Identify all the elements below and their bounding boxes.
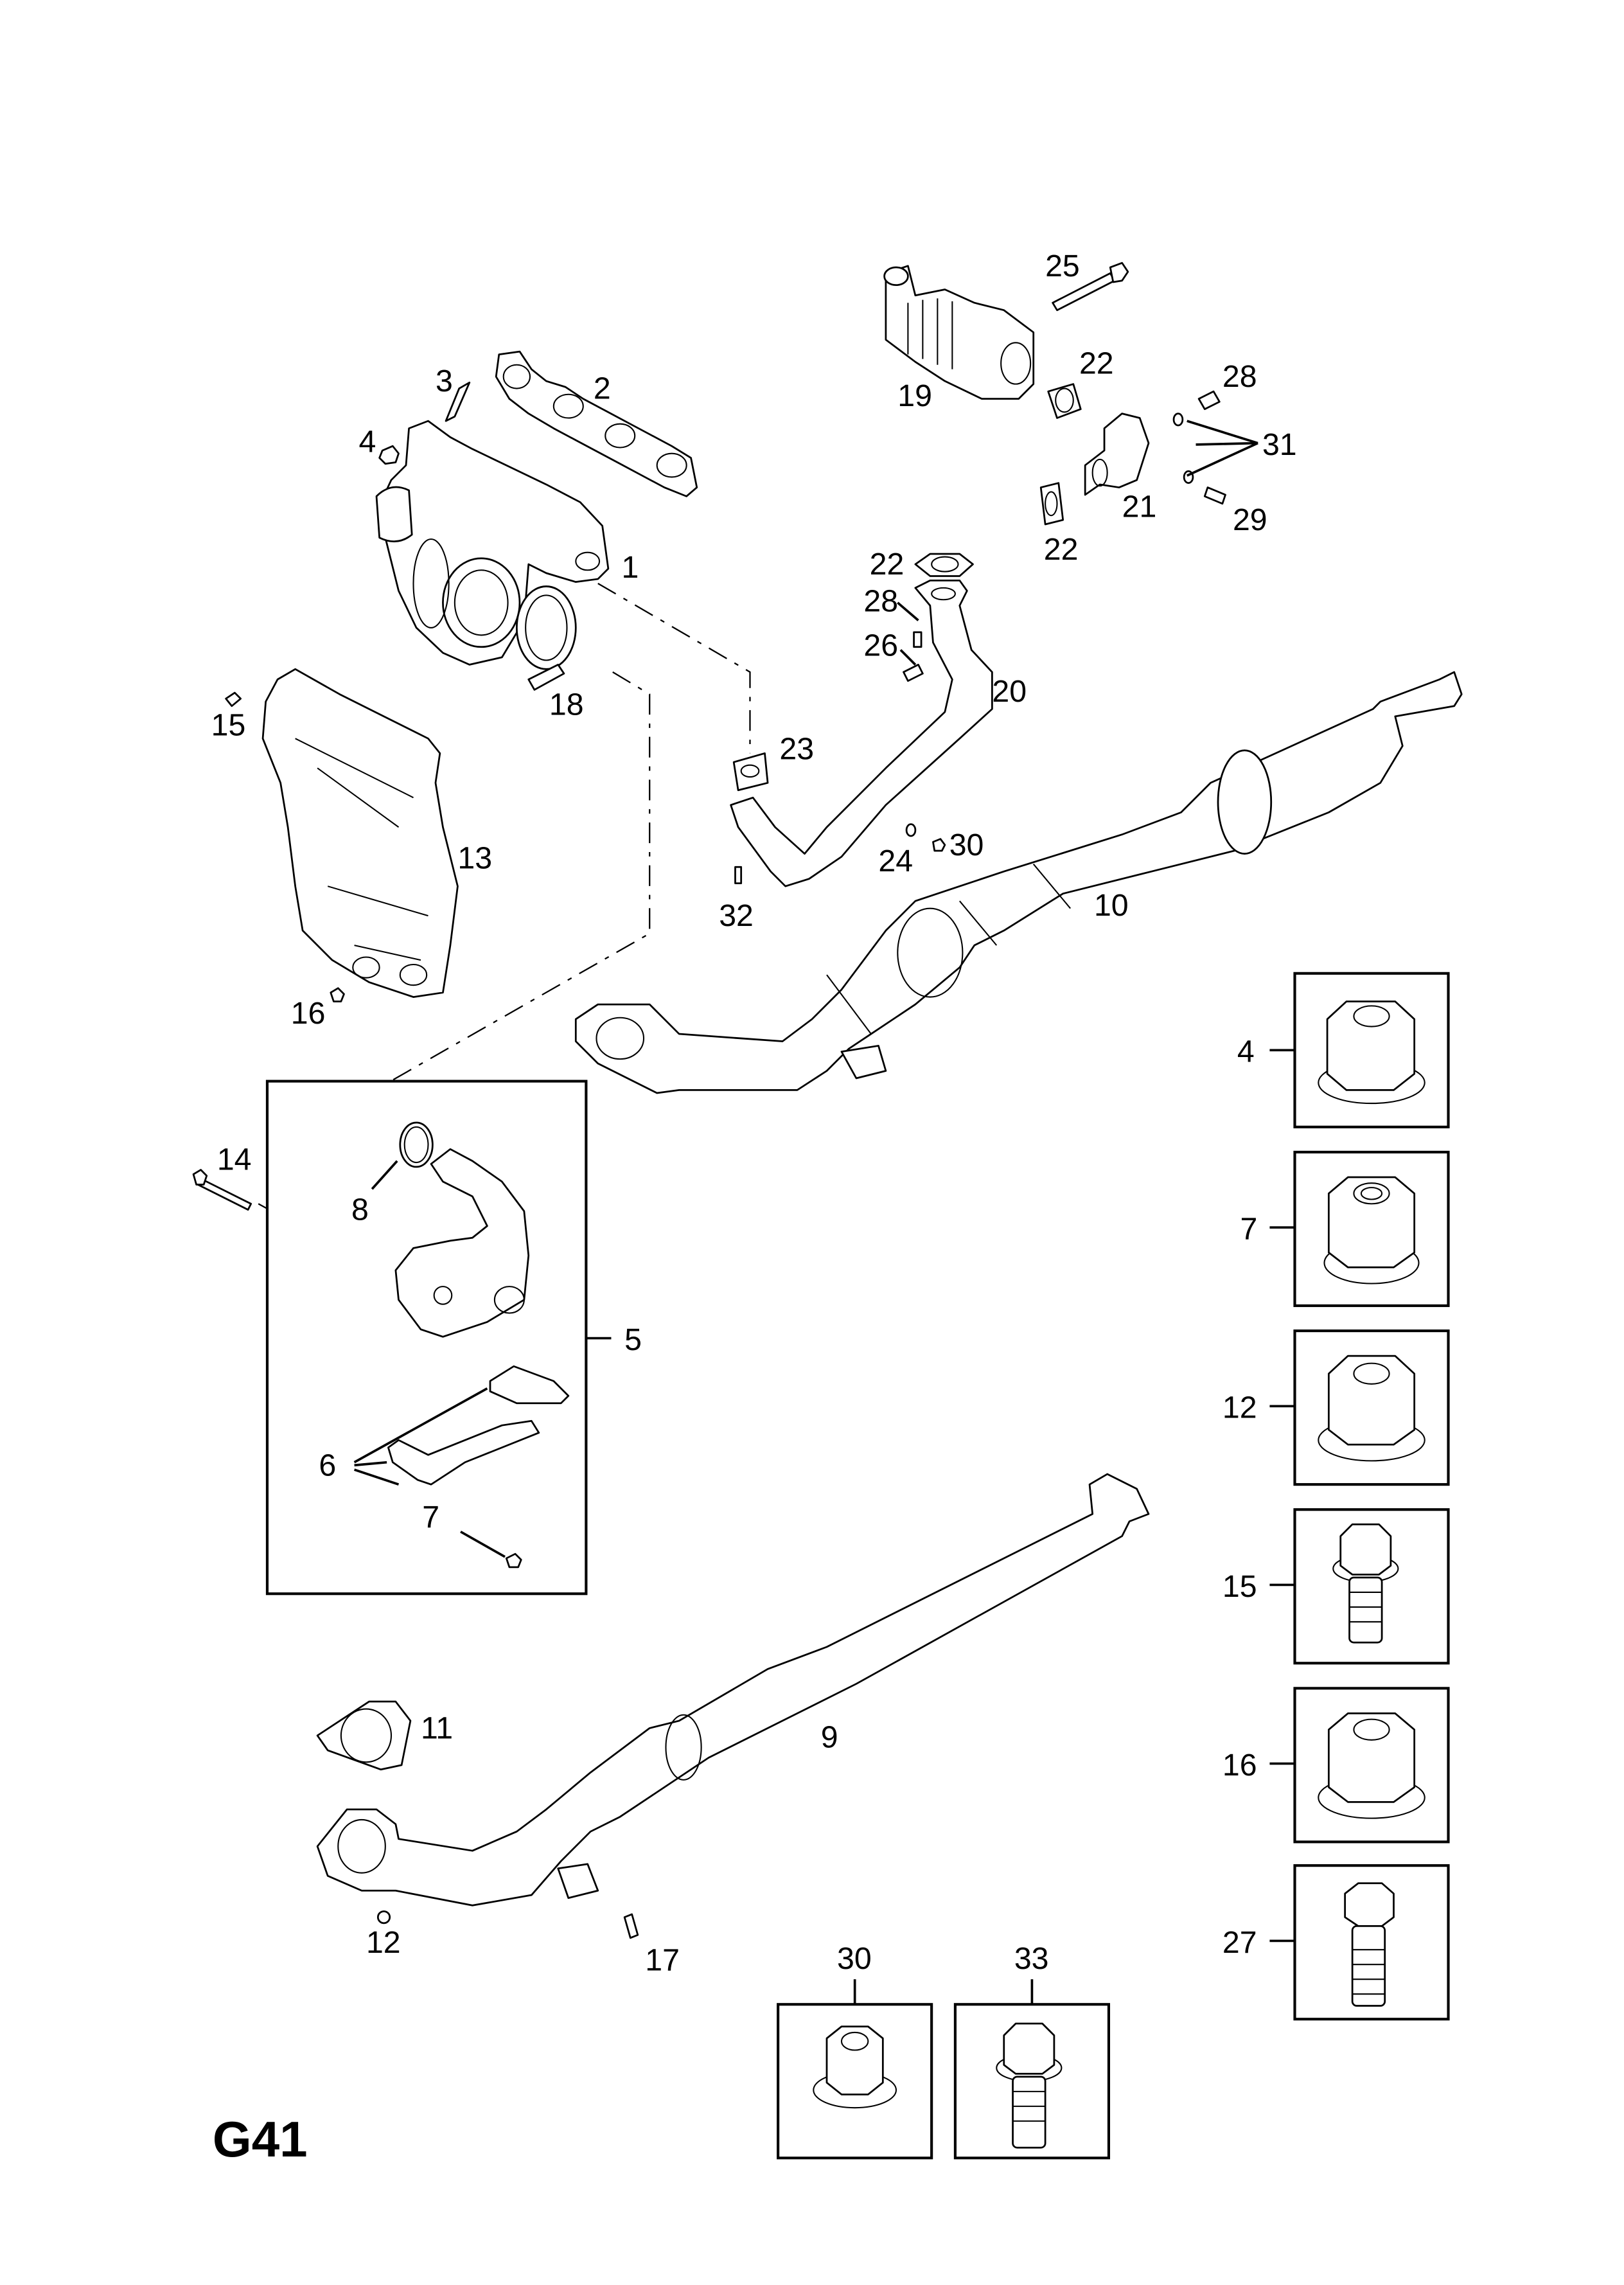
part-18-v-band-clamp[interactable] (515, 585, 577, 691)
part-29-bolt[interactable] (1203, 486, 1226, 505)
callout-31[interactable]: 31 (1262, 427, 1297, 462)
part-28-bolt-a[interactable] (1197, 390, 1221, 411)
detail-label-15[interactable]: 15 (1222, 1569, 1257, 1604)
callout-22c[interactable]: 22 (870, 547, 905, 582)
part-2-manifold-gasket[interactable] (495, 350, 698, 497)
part-22-gasket-a[interactable] (1047, 383, 1082, 419)
callout-23[interactable]: 23 (779, 731, 814, 766)
part-8-seal-ring[interactable] (399, 1121, 434, 1168)
callout-3[interactable]: 3 (436, 364, 453, 398)
callout-25[interactable]: 25 (1045, 249, 1080, 283)
detail-frame-5 (265, 1080, 588, 1596)
callout-22a[interactable]: 22 (1079, 346, 1114, 381)
callout-28b[interactable]: 28 (863, 584, 898, 619)
detail-label-7[interactable]: 7 (1240, 1212, 1257, 1247)
callout-labels: 1 2 3 4 5 6 7 8 9 10 11 12 13 14 15 16 1… (211, 249, 1297, 1978)
part-6-brackets[interactable] (387, 1365, 570, 1486)
part-4-nut[interactable] (378, 445, 400, 465)
part-17-bolt[interactable] (623, 1913, 639, 1939)
part-20-egr-cooler[interactable] (730, 579, 993, 887)
leader-lines (897, 420, 1258, 666)
part-13-heat-shield[interactable] (261, 668, 459, 998)
leader-6 (353, 1387, 488, 1486)
part-22-gasket-b[interactable] (1039, 482, 1064, 526)
callout-8[interactable]: 8 (351, 1193, 369, 1227)
callout-9[interactable]: 9 (821, 1720, 838, 1754)
leader-8 (371, 1160, 398, 1190)
part-5-catalytic-converter[interactable] (394, 1148, 530, 1338)
callout-11[interactable]: 11 (421, 1711, 453, 1745)
leader-7 (460, 1531, 506, 1558)
part-16-nut[interactable] (330, 987, 345, 1002)
callout-6[interactable]: 6 (319, 1448, 336, 1482)
callout-26[interactable]: 26 (863, 628, 898, 663)
detail-box-16 (1269, 1687, 1450, 1844)
callout-24[interactable]: 24 (878, 844, 913, 878)
callout-29[interactable]: 29 (1233, 502, 1267, 537)
callout-16[interactable]: 16 (291, 996, 326, 1031)
part-7-nut[interactable] (505, 1552, 522, 1569)
part-28-bolt-b[interactable] (913, 631, 922, 648)
callout-28a[interactable]: 28 (1222, 359, 1257, 394)
part-19-egr-valve[interactable] (883, 265, 1035, 400)
part-26-bolt[interactable] (903, 664, 924, 682)
detail-label-27[interactable]: 27 (1222, 1925, 1257, 1960)
part-3-stud[interactable] (445, 381, 471, 422)
part-10-front-pipe-silencer[interactable] (574, 671, 1463, 1094)
detail-label-30[interactable]: 30 (837, 1941, 872, 1976)
part-25-long-bolt[interactable] (1052, 262, 1129, 312)
part-9-intermediate-pipe[interactable] (316, 1473, 1150, 1907)
callout-13[interactable]: 13 (457, 841, 492, 876)
callout-7[interactable]: 7 (422, 1500, 439, 1534)
part-23-gasket[interactable] (732, 752, 769, 792)
part-15-bolt[interactable] (225, 691, 242, 707)
callout-14[interactable]: 14 (217, 1142, 252, 1177)
detail-box-7 (1269, 1150, 1450, 1308)
callout-19[interactable]: 19 (897, 378, 932, 413)
part-12-nut[interactable] (376, 1910, 391, 1925)
detail-label-4[interactable]: 4 (1237, 1035, 1255, 1069)
detail-box-33 (953, 1979, 1111, 2160)
callout-15[interactable]: 15 (211, 708, 246, 743)
detail-label-12[interactable]: 12 (1222, 1391, 1257, 1425)
part-11-flange-gasket[interactable] (316, 1700, 412, 1771)
detail-box-12 (1269, 1329, 1450, 1486)
part-31-washers[interactable] (1172, 413, 1194, 485)
detail-label-16[interactable]: 16 (1222, 1748, 1257, 1783)
callout-20[interactable]: 20 (992, 674, 1027, 709)
part-21-egr-pipe[interactable] (1084, 413, 1150, 496)
callout-1[interactable]: 1 (622, 550, 639, 585)
part-14-long-bolt[interactable] (192, 1169, 252, 1211)
callout-5[interactable]: 5 (624, 1322, 642, 1357)
detail-box-4 (1269, 972, 1450, 1128)
callout-18[interactable]: 18 (549, 688, 584, 722)
detail-box-15 (1269, 1508, 1450, 1665)
page-code: G41 (213, 2111, 308, 2167)
callout-10[interactable]: 10 (1094, 888, 1129, 923)
callout-32[interactable]: 32 (719, 898, 754, 933)
callout-22b[interactable]: 22 (1044, 532, 1079, 567)
callout-4[interactable]: 4 (358, 424, 376, 459)
detail-box-27 (1269, 1864, 1450, 2021)
detail-box-30 (777, 1979, 933, 2160)
callout-21[interactable]: 21 (1122, 490, 1157, 524)
part-22-gasket-c[interactable] (914, 553, 974, 577)
detail-label-33[interactable]: 33 (1014, 1941, 1049, 1976)
part-30-nut[interactable] (932, 838, 946, 852)
part-1-turbo-manifold[interactable] (375, 420, 610, 666)
callout-12[interactable]: 12 (366, 1925, 401, 1960)
callout-17[interactable]: 17 (645, 1943, 680, 1977)
callout-2[interactable]: 2 (594, 371, 611, 406)
part-32-bolt[interactable] (734, 866, 743, 884)
part-24-washer[interactable] (905, 823, 917, 837)
callout-30[interactable]: 30 (949, 828, 984, 862)
